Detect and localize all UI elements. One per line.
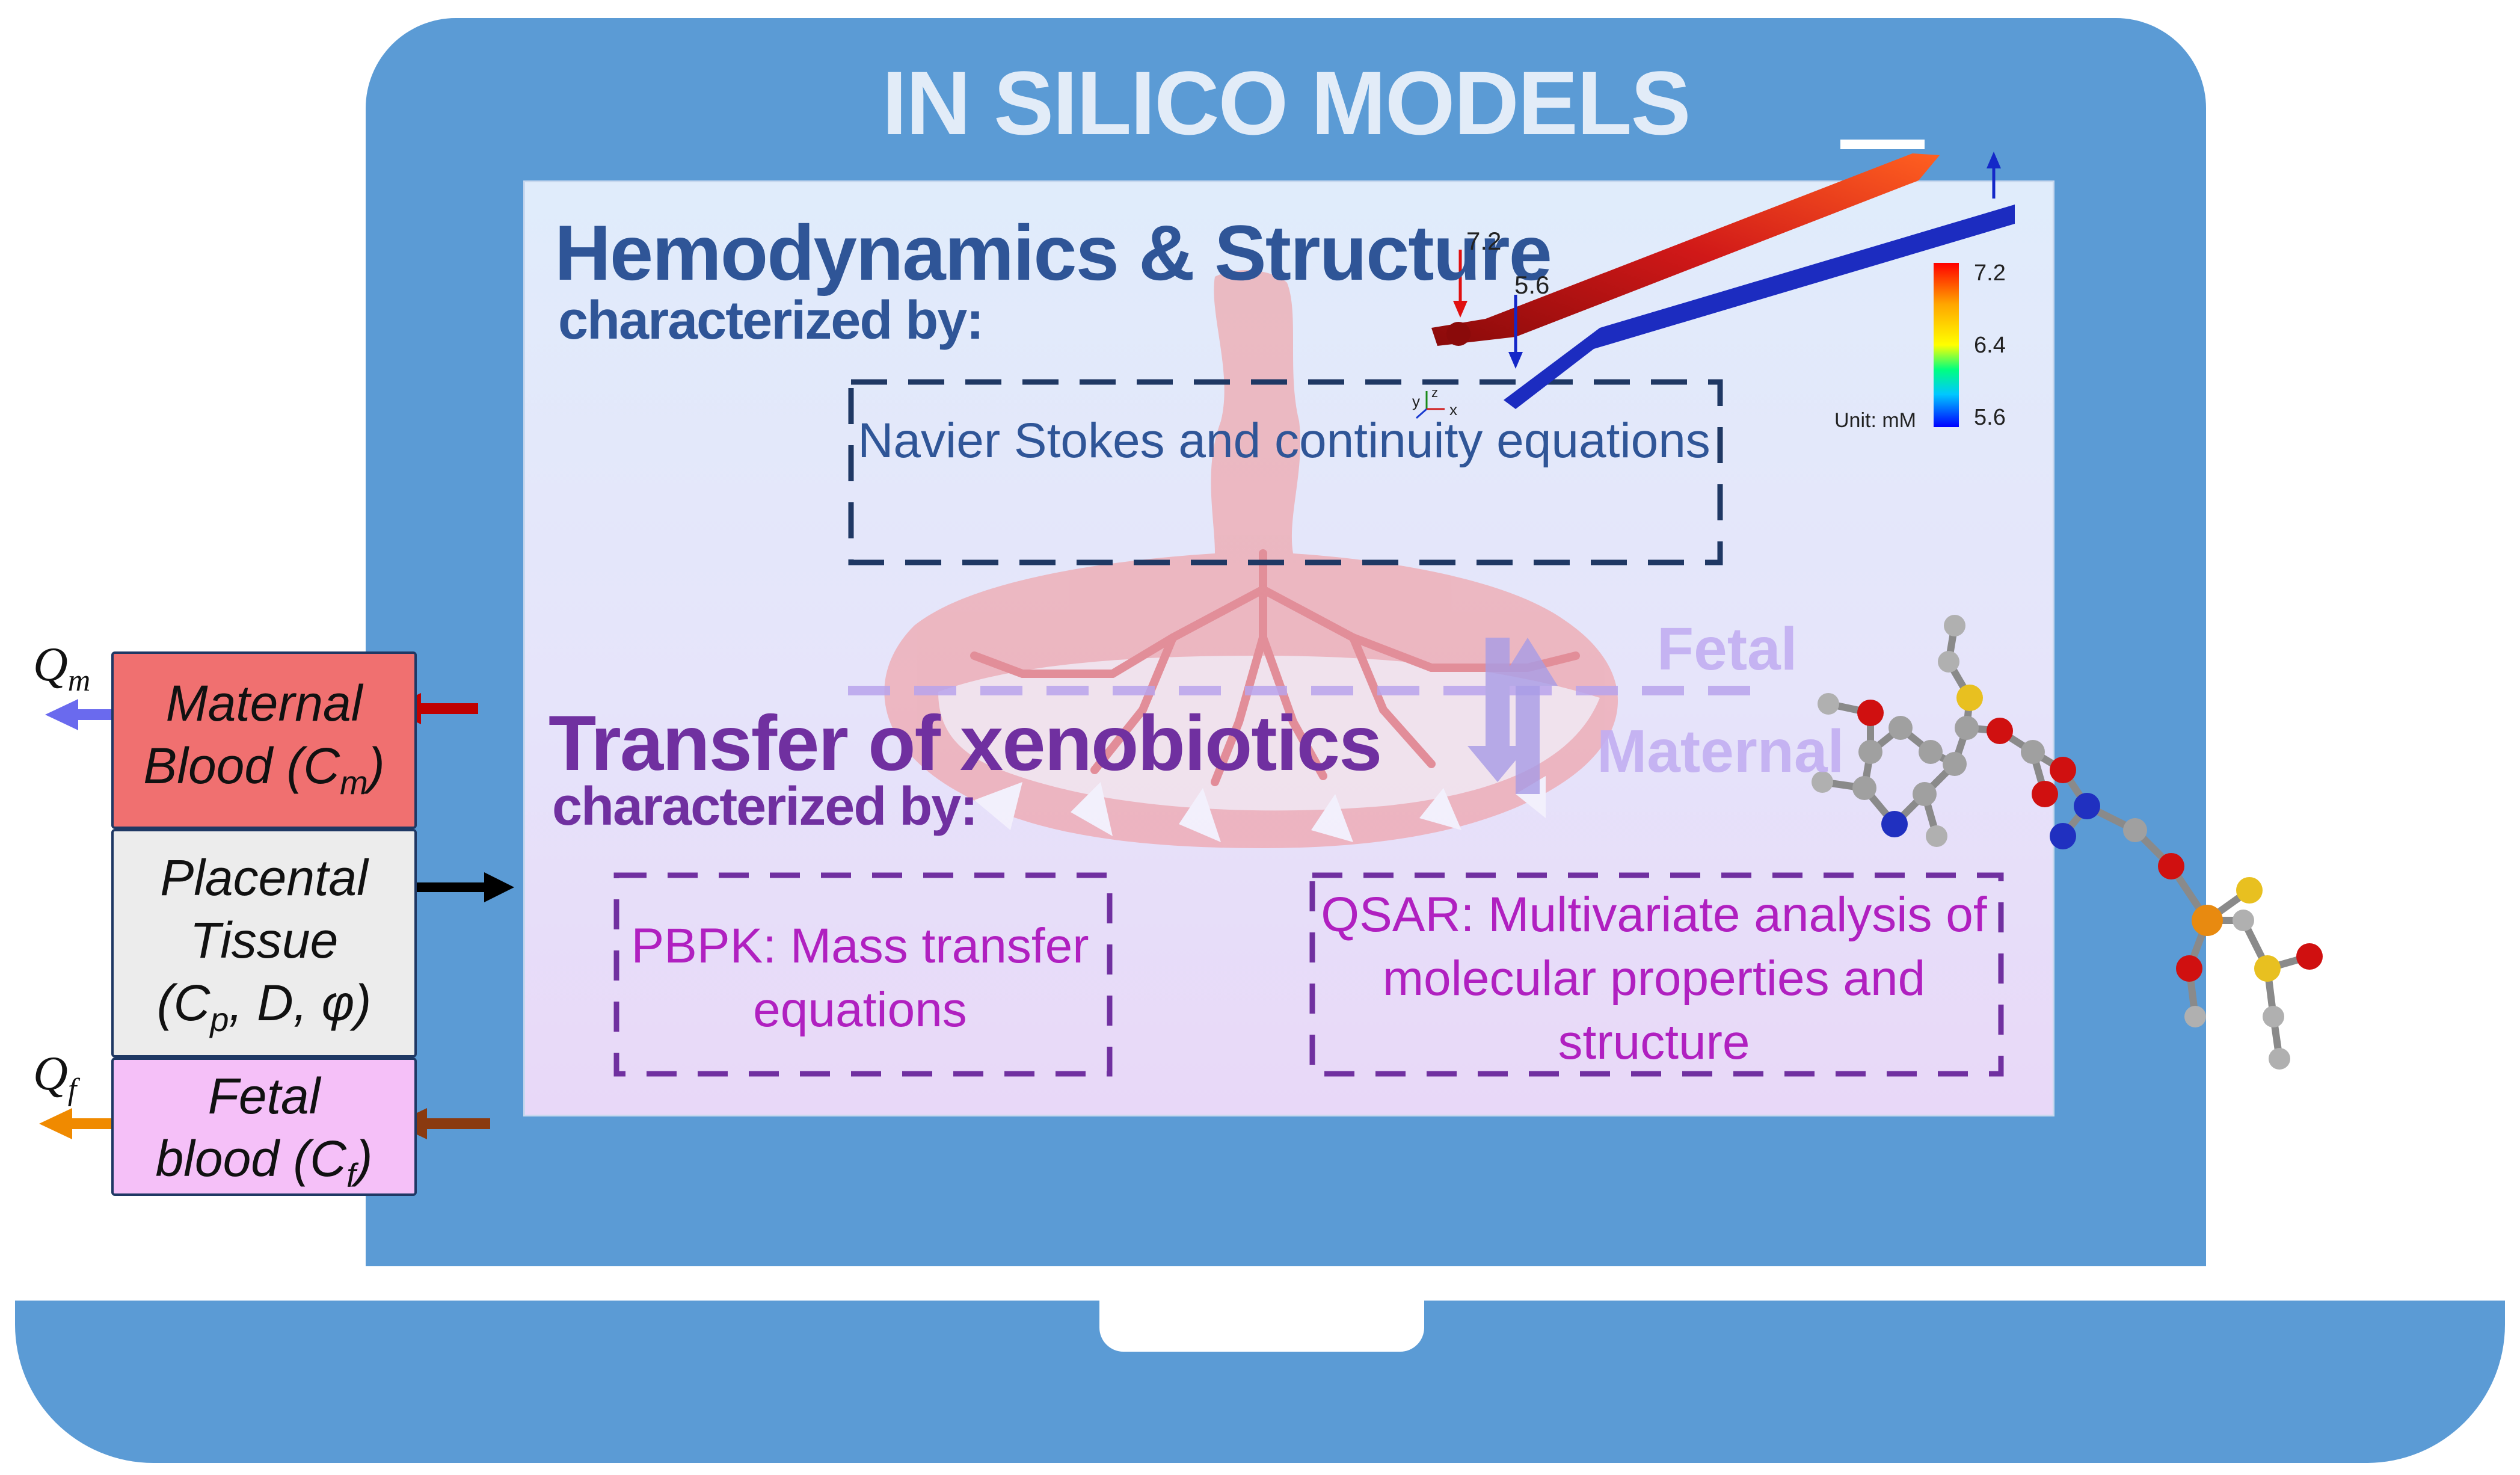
- maternal-line2-post: ): [367, 738, 385, 794]
- tissue-line3-a: (C: [156, 975, 211, 1031]
- tissue-line3-c: ): [354, 975, 372, 1031]
- maternal-sub: m: [340, 763, 368, 801]
- svg-text:x: x: [1449, 401, 1457, 419]
- colorbar-max-label: 7.2: [1974, 260, 2006, 286]
- fetal-line2-post: ): [355, 1130, 373, 1187]
- exchange-arrow-icon: [1467, 638, 1558, 794]
- molecule-icon: [1812, 615, 2323, 1070]
- fetal-line2: blood (Cf): [114, 1127, 414, 1207]
- pbpk-box: [613, 872, 1113, 1077]
- svg-text:z: z: [1431, 385, 1438, 400]
- fetal-sub: f: [346, 1156, 356, 1194]
- tissue-phi: φ: [321, 975, 355, 1031]
- pbpk-text: PBPK: Mass transfer equations: [631, 919, 1089, 1037]
- navier-stokes-text: Navier Stokes and continuity equations: [858, 413, 1710, 468]
- navier-stokes-box: [848, 379, 1723, 565]
- svg-text:y: y: [1412, 392, 1420, 410]
- xenobiotics-subheading: characterized by:: [552, 777, 978, 837]
- vessel-model-icon: y z x: [1412, 140, 2015, 427]
- maternal-blood-box: Maternal Blood (Cm): [111, 651, 417, 829]
- colorbar-unit-label: Unit: mM: [1834, 409, 1916, 432]
- maternal-label: Maternal: [1597, 718, 1845, 785]
- hemodynamics-subheading: characterized by:: [558, 291, 984, 351]
- q-fetal-main: Q: [33, 1047, 68, 1100]
- inlet-low-label: 5.6: [1514, 271, 1550, 299]
- fetal-line1: Fetal: [207, 1068, 321, 1124]
- q-fetal-sub: f: [67, 1073, 77, 1107]
- q-maternal-main: Q: [33, 638, 68, 691]
- maternal-line1: Maternal: [165, 675, 363, 731]
- tissue-line2: Tissue: [189, 912, 339, 968]
- q-maternal-label: Qm: [33, 638, 90, 698]
- inlet-high-label: 7.2: [1466, 227, 1502, 255]
- maternal-line2: Blood (Cm): [114, 734, 414, 814]
- xenobiotics-heading: Transfer of xenobiotics: [549, 699, 1382, 787]
- tissue-line3: (Cp, D, φ): [114, 972, 414, 1051]
- fetal-line2-pre: blood (C: [155, 1130, 346, 1187]
- tissue-line1: Placental: [160, 849, 368, 906]
- colorbar-mid-label: 6.4: [1974, 333, 2006, 358]
- colorbar-min-label: 5.6: [1974, 405, 2006, 430]
- q-maternal-sub: m: [67, 664, 91, 698]
- tissue-sub: p: [210, 1000, 229, 1038]
- hemodynamics-heading: Hemodynamics & Structure: [555, 209, 1552, 297]
- placenta-icon: [884, 270, 1618, 849]
- fetal-blood-box: Fetal blood (Cf): [111, 1058, 417, 1196]
- maternal-line2-pre: Blood (C: [143, 738, 340, 794]
- fetal-label: Fetal: [1657, 615, 1798, 683]
- placental-tissue-box: Placental Tissue (Cp, D, φ): [111, 829, 417, 1058]
- qsar-text: QSAR: Multivariate analysis of molecular…: [1321, 887, 1987, 1070]
- q-fetal-label: Qf: [33, 1047, 76, 1107]
- qsar-box: [1309, 872, 2004, 1077]
- page-title: IN SILICO MODELS: [882, 52, 1691, 153]
- tissue-line3-b: , D,: [229, 975, 322, 1031]
- laptop-trackpad-notch: [1099, 1301, 1424, 1352]
